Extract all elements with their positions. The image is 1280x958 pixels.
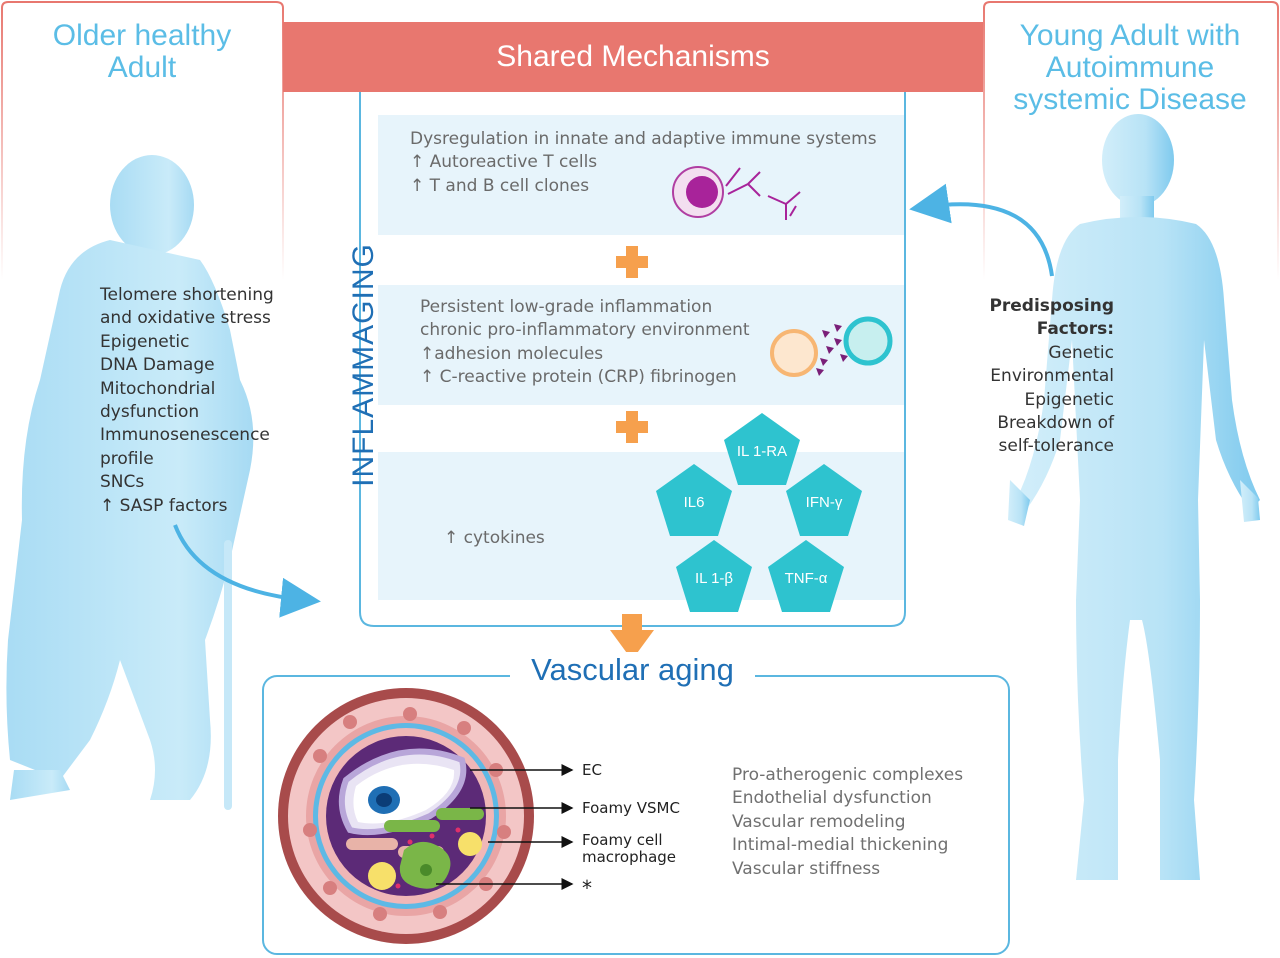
vascular-outcome: Pro-atherogenic complexes: [732, 765, 964, 785]
older-factor: SNCs: [100, 472, 145, 493]
asterisk-label: *: [582, 876, 592, 900]
predisposing-factor: Genetic: [1048, 342, 1114, 363]
young-title-line: systemic Disease: [1013, 83, 1247, 116]
plus-icon: [616, 411, 648, 443]
panel2-line: chronic pro-inflammatory environment: [420, 320, 750, 341]
panel2-line: ↑adhesion molecules: [420, 343, 604, 364]
panel1-line: Dysregulation in innate and adaptive imm…: [410, 129, 877, 149]
older-factor: DNA Damage: [100, 355, 215, 376]
older-factors-list: Telomere shortening and oxidative stress…: [100, 284, 300, 518]
vascular-outcome: Vascular remodeling: [732, 811, 906, 832]
predisposing-factor: Epigenetic: [1024, 389, 1114, 410]
young-title-line: Autoimmune: [1045, 51, 1215, 84]
predisposing-factors: Predisposing Factors: Genetic Environmen…: [950, 295, 1114, 459]
predisposing-title: Factors:: [1036, 319, 1114, 340]
older-adult-title: Older healthy Adult: [20, 20, 264, 84]
older-factor: Telomere shortening: [100, 285, 274, 305]
older-factor: dysfunction: [100, 402, 200, 423]
foamy-vsmc-label: Foamy VSMC: [582, 799, 680, 817]
inflammaging-label: INFLAMMAGING: [347, 243, 380, 487]
young-title-line: Young Adult with: [1019, 19, 1241, 52]
panel2-line: Persistent low-grade inflammation: [420, 297, 713, 317]
vascular-outcomes-list: Pro-atherogenic complexes Endothelial dy…: [732, 764, 963, 881]
older-factor: and oxidative stress: [100, 308, 271, 329]
predisposing-factor: Environmental: [990, 366, 1114, 387]
inflammaging-label-wrap: INFLAMMAGING: [324, 240, 404, 490]
foamy-label-line: Foamy cell: [582, 831, 663, 849]
cytokine-tnf-alpha: TNF-α: [784, 570, 828, 587]
immune-dysregulation-text: Dysregulation in innate and adaptive imm…: [410, 128, 877, 198]
older-factor: profile: [100, 448, 154, 469]
young-to-mechanisms-arrow: [909, 183, 1054, 277]
cytokine-il6: IL6: [683, 494, 705, 511]
cytokine-ifn-gamma: IFN-γ: [805, 494, 843, 511]
older-title-line: Adult: [107, 51, 177, 84]
lymphocyte-icon: [672, 166, 724, 218]
down-arrow-icon: [610, 614, 654, 660]
cytokines-text: ↑ cytokines: [444, 528, 545, 548]
adhesion-molecules-icon: [816, 324, 848, 376]
inflammation-text: Persistent low-grade inflammation chroni…: [420, 296, 750, 390]
older-factor: ↑ SASP factors: [100, 495, 228, 516]
foamy-macrophage-label: Foamy cell macrophage: [582, 832, 676, 866]
vascular-aging-title: Vascular aging: [510, 652, 755, 696]
endothelial-cell-icon: [770, 329, 818, 377]
foamy-label-line: macrophage: [582, 848, 677, 866]
panel1-bg: [378, 115, 904, 235]
ec-label: EC: [582, 761, 602, 779]
panel1-line: ↑ T and B cell clones: [410, 175, 590, 196]
shared-mechanisms-header: Shared Mechanisms: [283, 22, 983, 92]
vascular-outcome: Vascular stiffness: [732, 858, 881, 879]
vascular-outcome: Endothelial dysfunction: [732, 788, 932, 809]
antibody-icon: [725, 167, 801, 220]
panel2-line: ↑ C-reactive protein (CRP) fibrinogen: [420, 367, 737, 388]
left-frame: [1, 1, 284, 280]
vascular-outcome: Intimal-medial thickening: [732, 835, 949, 856]
predisposing-title: Predisposing: [989, 296, 1114, 316]
predisposing-factor: Breakdown of: [997, 413, 1114, 434]
young-adult-title: Young Adult with Autoimmune systemic Dis…: [990, 20, 1270, 116]
older-factor: Immunosenescence: [100, 425, 270, 446]
older-to-mechanisms-arrow: [173, 524, 321, 618]
cytokine-il1ra: IL 1-RA: [736, 443, 788, 460]
older-factor: Epigenetic: [100, 331, 190, 352]
panel1-line: ↑ Autoreactive T cells: [410, 152, 598, 173]
young-adult-silhouette: [1008, 114, 1260, 880]
vessel-cross-section: [278, 688, 534, 944]
older-factor: Mitochondrial: [100, 378, 216, 399]
right-frame: [983, 1, 1279, 280]
monocyte-icon: [843, 316, 893, 366]
cytokine-pentagons: [656, 413, 862, 612]
predisposing-factor: self-tolerance: [998, 436, 1114, 457]
leader-lines: [436, 764, 574, 890]
cytokine-il1-beta: IL 1-β: [694, 570, 734, 587]
plus-icon: [616, 246, 648, 278]
older-title-line: Older healthy: [52, 19, 232, 52]
older-adult-silhouette: [6, 155, 254, 810]
